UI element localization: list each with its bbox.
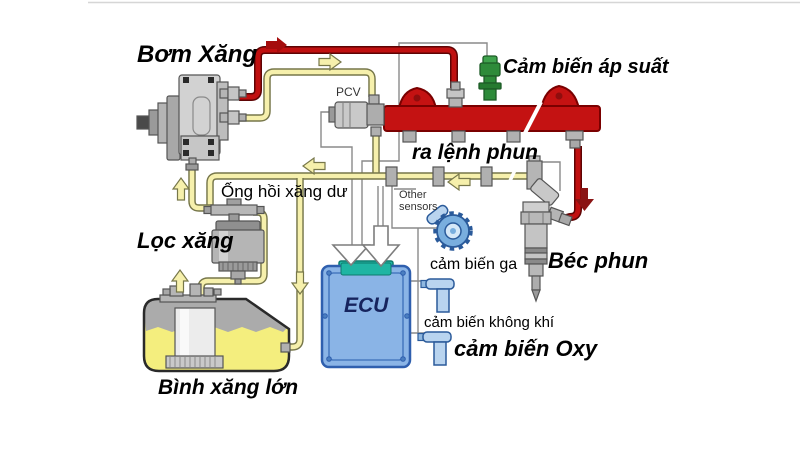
yellow-flow-left-icon: [301, 156, 326, 176]
label-other-sensors: Other sensors: [399, 189, 438, 213]
label-fuel-tank: Bình xăng lớn: [158, 376, 299, 399]
fuel-rail: [383, 55, 601, 149]
label-ecu: ECU: [344, 294, 389, 317]
in-tank-pump: [159, 283, 291, 369]
flow-arrows: [170, 37, 594, 296]
yellow-flow-left2-icon: [446, 172, 471, 192]
oxygen-sensor-icon: [417, 331, 452, 366]
rail-outlet-fitting: [565, 130, 584, 141]
ecu-arrow-left-icon: [331, 244, 371, 267]
ecu-input-arrows: [331, 225, 401, 268]
fuel-pump-device: [136, 74, 247, 171]
label-throttle-sensor: cảm biến ga: [430, 256, 518, 273]
yellow-flow-down-icon: [290, 271, 310, 296]
label-injector: Béc phun: [548, 248, 649, 273]
yellow-flow-up-icon: [171, 176, 191, 201]
fuel-filter-device: [203, 198, 265, 285]
label-pcv: PCV: [336, 85, 361, 99]
return-line-connectors: [385, 166, 518, 187]
label-pressure-sensor: Cảm biến áp suất: [503, 56, 669, 78]
label-injection-command: ra lệnh phun: [412, 141, 538, 164]
label-fuel-filter: Lọc xăng: [137, 228, 234, 253]
pcv-valve-device: [328, 94, 385, 137]
ecu-arrow-right-icon: [361, 225, 401, 268]
tank-return-fitting: [280, 342, 291, 353]
red-flow-right-icon: [266, 37, 287, 53]
air-sensor-icon: [420, 278, 455, 313]
yellow-flow-up2-icon: [170, 268, 190, 293]
yellow-flow-right-icon: [318, 52, 343, 72]
rail-break-mark: [523, 101, 543, 134]
label-fuel-return-pipe: Ống hồi xăng dư: [221, 182, 348, 201]
throttle-sensor-icon: [426, 204, 473, 251]
red-flow-down-icon: [575, 188, 594, 211]
injector-device: [520, 155, 573, 303]
label-air-sensor: cảm biến không khí: [424, 314, 555, 331]
label-fuel-pump: Bơm Xăng: [137, 41, 258, 68]
label-oxygen-sensor: cảm biến Oxy: [454, 336, 598, 361]
return-line-break-mark: [507, 167, 518, 184]
pressure-sensor-device: [478, 55, 502, 101]
